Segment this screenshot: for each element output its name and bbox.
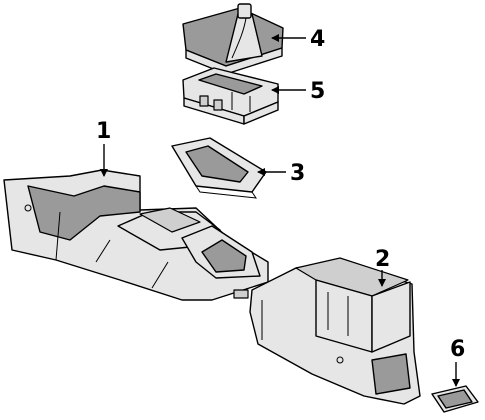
callout-5: 5	[310, 79, 325, 104]
callout-4: 4	[310, 27, 325, 52]
callout-6: 6	[450, 337, 465, 362]
shift-boot-part	[182, 3, 284, 75]
front-console-part	[3, 169, 269, 301]
rear-console-part	[249, 257, 421, 405]
clip-part	[431, 385, 479, 413]
callout-2: 2	[375, 247, 390, 272]
trim-bezel-part	[171, 137, 267, 199]
callout-3: 3	[290, 161, 305, 186]
callout-1: 1	[96, 119, 111, 144]
shifter-bezel-part	[182, 67, 279, 125]
